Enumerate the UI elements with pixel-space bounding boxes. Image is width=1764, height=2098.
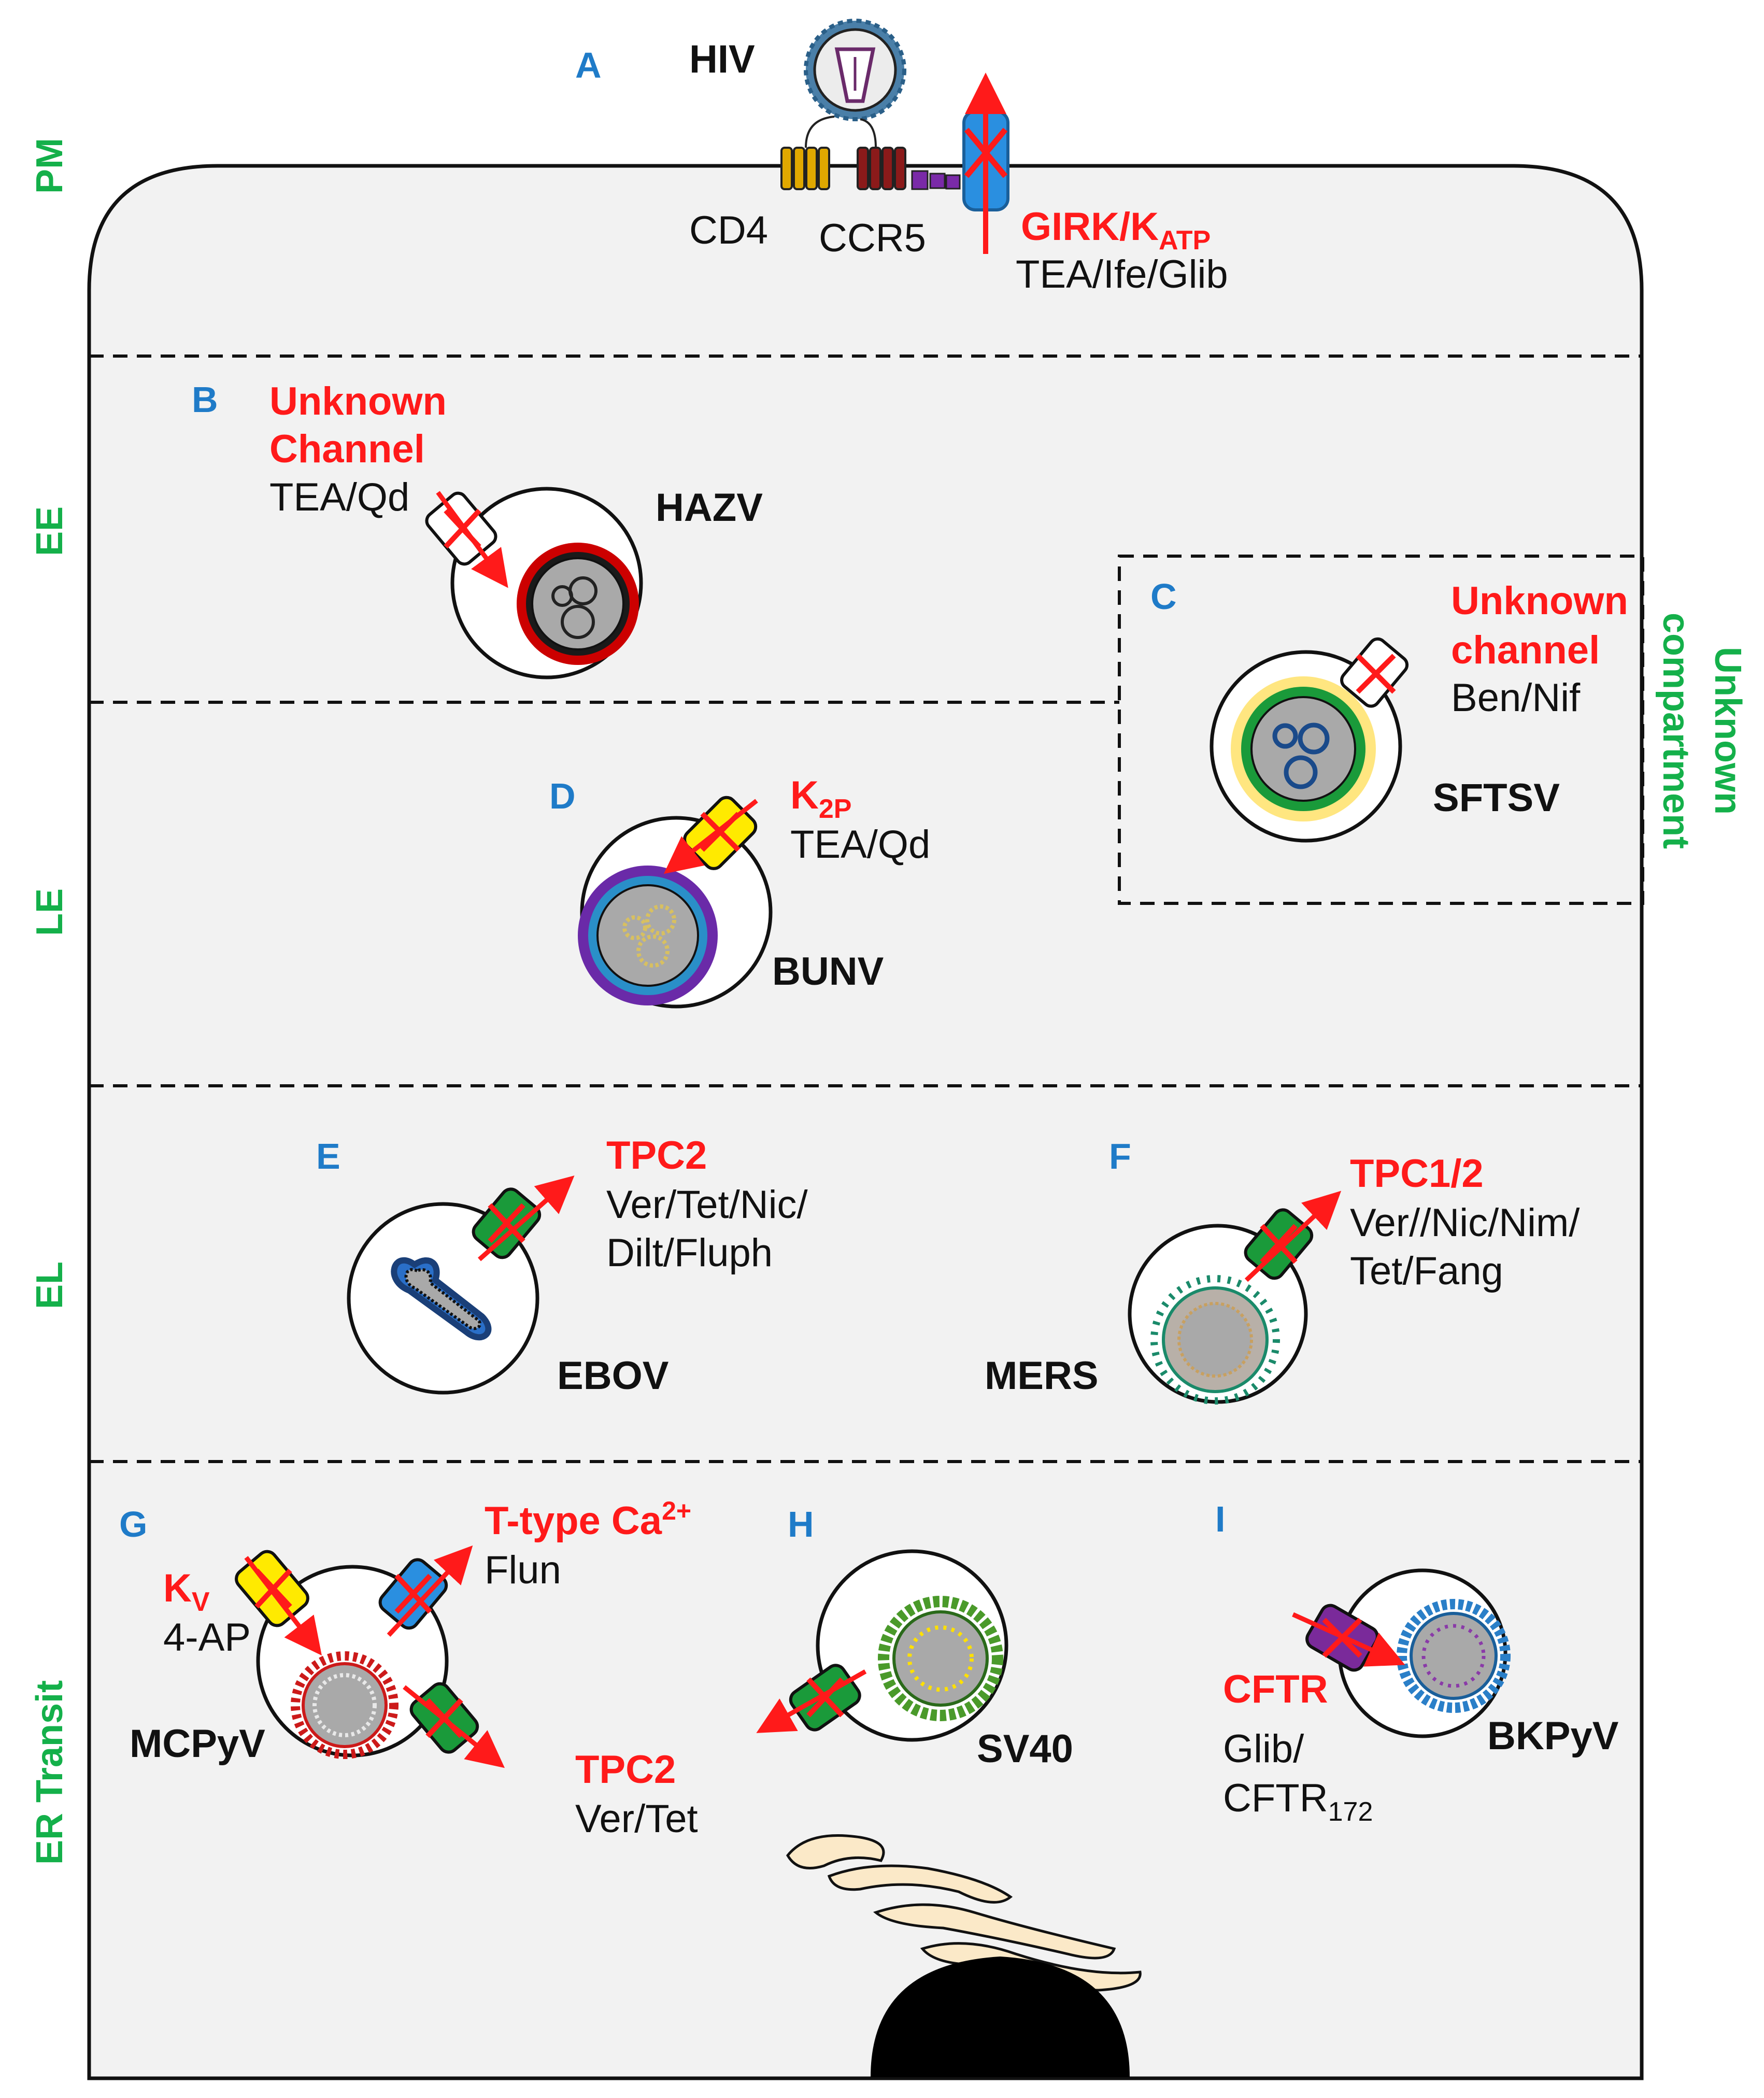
region-le-label: LE xyxy=(29,888,70,936)
region-unknown-label-2: compartment xyxy=(1655,613,1697,849)
region-unknown-label-1: Unknown xyxy=(1707,647,1748,815)
sftsv-virion-icon xyxy=(1231,676,1376,821)
panel-e-channel: TPC2 xyxy=(606,1133,707,1178)
unknown-compartment-box xyxy=(1118,555,1644,905)
panel-d-letter: D xyxy=(549,776,576,816)
panel-a-virus-label: HIV xyxy=(689,37,755,81)
panel-e-drugs-line2: Dilt/Fluph xyxy=(606,1231,773,1275)
mcpyv-virion-icon xyxy=(291,1651,399,1759)
panel-g-kv-drug: 4-AP xyxy=(163,1615,251,1660)
panel-e-drugs-line1: Ver/Tet/Nic/ xyxy=(606,1183,808,1227)
cd4-label: CD4 xyxy=(689,208,768,252)
sv40-label: SV40 xyxy=(977,1727,1073,1771)
kv-channel-icon xyxy=(235,1550,322,1656)
panel-c-channel-line1: Unknown xyxy=(1451,579,1628,623)
bkpyv-label: BKPyV xyxy=(1487,1714,1619,1758)
k2p-channel-icon xyxy=(663,796,758,874)
ebov-virion-icon xyxy=(391,1257,492,1341)
panel-i-channel: CFTR xyxy=(1223,1667,1328,1711)
panel-b-channel-line1: Unknown xyxy=(269,379,447,423)
panel-b-channel-line2: Channel xyxy=(269,427,425,471)
ebov-label: EBOV xyxy=(557,1354,669,1398)
panel-g-ttype-drug: Flun xyxy=(485,1548,561,1592)
mers-tpc-channel-icon xyxy=(1244,1190,1342,1282)
panel-g-letter: G xyxy=(119,1504,147,1544)
panel-c-channel-icon xyxy=(1340,637,1409,708)
region-pm-label: PM xyxy=(29,138,70,194)
panel-c-drugs: Ben/Nif xyxy=(1451,676,1581,720)
panel-a-letter: A xyxy=(575,45,602,86)
panel-f-drugs-line1: Ver//Nic/Nim/ xyxy=(1350,1201,1580,1245)
region-el-label: EL xyxy=(29,1261,70,1309)
region-ee-label: EE xyxy=(29,506,70,556)
panel-c-channel-line2: channel xyxy=(1451,628,1600,672)
panel-b-channel-icon xyxy=(425,491,508,588)
ttype-ca-channel-icon xyxy=(378,1545,473,1637)
panel-f-drugs-line2: Tet/Fang xyxy=(1350,1249,1503,1293)
panel-e-letter: E xyxy=(316,1136,340,1176)
panel-g-tpc2-drugs: Ver/Tet xyxy=(575,1797,698,1841)
bunv-label: BUNV xyxy=(772,949,884,994)
panel-i-letter: I xyxy=(1215,1499,1225,1539)
panel-f-letter: F xyxy=(1109,1136,1131,1176)
panel-g-tpc2-channel: TPC2 xyxy=(575,1748,676,1792)
ccr5-receptor-icon xyxy=(857,118,961,190)
ebov-tpc2-channel-icon xyxy=(472,1175,575,1261)
panel-a-drugs: TEA/Ife/Glib xyxy=(1016,252,1228,296)
panel-g-ttype-channel: T-type Ca2+ xyxy=(485,1496,691,1543)
hazv-label: HAZV xyxy=(656,486,763,530)
panel-d-channel: K2P xyxy=(790,773,852,824)
mcpyv-tpc2-channel-icon xyxy=(403,1682,505,1768)
hiv-virion-icon xyxy=(804,19,906,121)
panel-h-letter: H xyxy=(788,1504,814,1544)
sftsv-label: SFTSV xyxy=(1433,776,1560,820)
panel-g-kv-channel: KV xyxy=(163,1566,210,1617)
nucleus-icon xyxy=(871,1957,1130,2077)
girk-katp-channel-icon xyxy=(962,73,1009,254)
bunv-virion-icon xyxy=(578,866,718,1005)
mcpyv-label: MCPyV xyxy=(130,1722,265,1766)
panel-i-drugs-line2: CFTR172 xyxy=(1223,1776,1373,1827)
girk-katp-label: GIRK/KATP xyxy=(1021,205,1211,256)
hazv-virion-icon xyxy=(517,543,639,665)
sv40-channel-icon xyxy=(756,1664,867,1733)
panel-f-channel: TPC1/2 xyxy=(1350,1152,1484,1196)
ccr5-label: CCR5 xyxy=(819,216,926,260)
region-er-label: ER Transit xyxy=(29,1680,70,1865)
panel-c-letter: C xyxy=(1150,576,1177,617)
cftr-channel-icon xyxy=(1292,1604,1405,1672)
cd4-receptor-icon xyxy=(780,116,835,190)
panel-b-drugs: TEA/Qd xyxy=(269,475,409,519)
sv40-virion-icon xyxy=(878,1596,1003,1721)
mers-virion-icon xyxy=(1150,1275,1280,1405)
mers-label: MERS xyxy=(985,1354,1099,1398)
panel-i-drugs-line1: Glib/ xyxy=(1223,1727,1304,1771)
panel-b-letter: B xyxy=(192,379,218,420)
panel-d-drugs: TEA/Qd xyxy=(790,823,930,867)
